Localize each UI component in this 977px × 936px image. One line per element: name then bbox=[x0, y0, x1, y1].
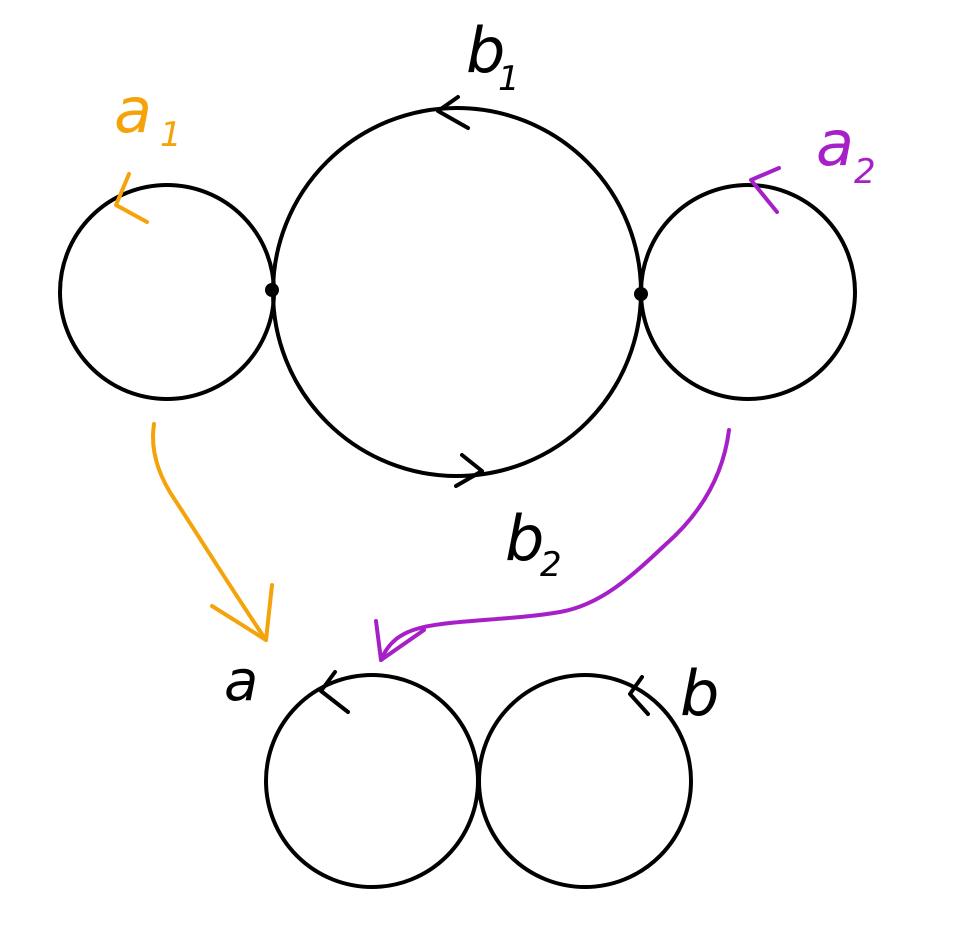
purple-map-arrowhead bbox=[374, 619, 426, 662]
a1-arrowhead bbox=[114, 172, 149, 224]
right-wedge-point bbox=[634, 287, 648, 301]
label-a1-sub: 1 bbox=[160, 115, 182, 155]
b-arrowhead bbox=[628, 675, 650, 716]
label-a2-sub: 2 bbox=[854, 152, 876, 192]
b1-arrowhead bbox=[436, 95, 470, 130]
right-circle-a2 bbox=[639, 183, 857, 401]
left-wedge-point bbox=[265, 283, 279, 297]
label-a: a bbox=[224, 649, 258, 714]
b2-arrowhead bbox=[454, 453, 484, 488]
label-b2-main: b bbox=[505, 502, 544, 575]
a2-arrowhead bbox=[749, 166, 781, 214]
bottom-circle-b bbox=[477, 673, 693, 889]
middle-circle-b bbox=[271, 106, 643, 478]
left-circle-a1 bbox=[58, 183, 276, 401]
label-b2-sub: 2 bbox=[540, 545, 562, 585]
label-b1-sub: 1 bbox=[498, 59, 520, 99]
label-a1-main: a bbox=[114, 74, 152, 147]
label-b1-main: b bbox=[466, 14, 505, 87]
label-a2-main: a bbox=[816, 107, 854, 180]
orange-map-arrow bbox=[151, 422, 268, 642]
orange-map-arrowhead bbox=[210, 583, 274, 642]
bottom-circle-a bbox=[264, 673, 480, 889]
a-arrowhead bbox=[319, 670, 350, 714]
label-b: b bbox=[680, 657, 719, 730]
purple-map-arrow bbox=[379, 428, 731, 662]
